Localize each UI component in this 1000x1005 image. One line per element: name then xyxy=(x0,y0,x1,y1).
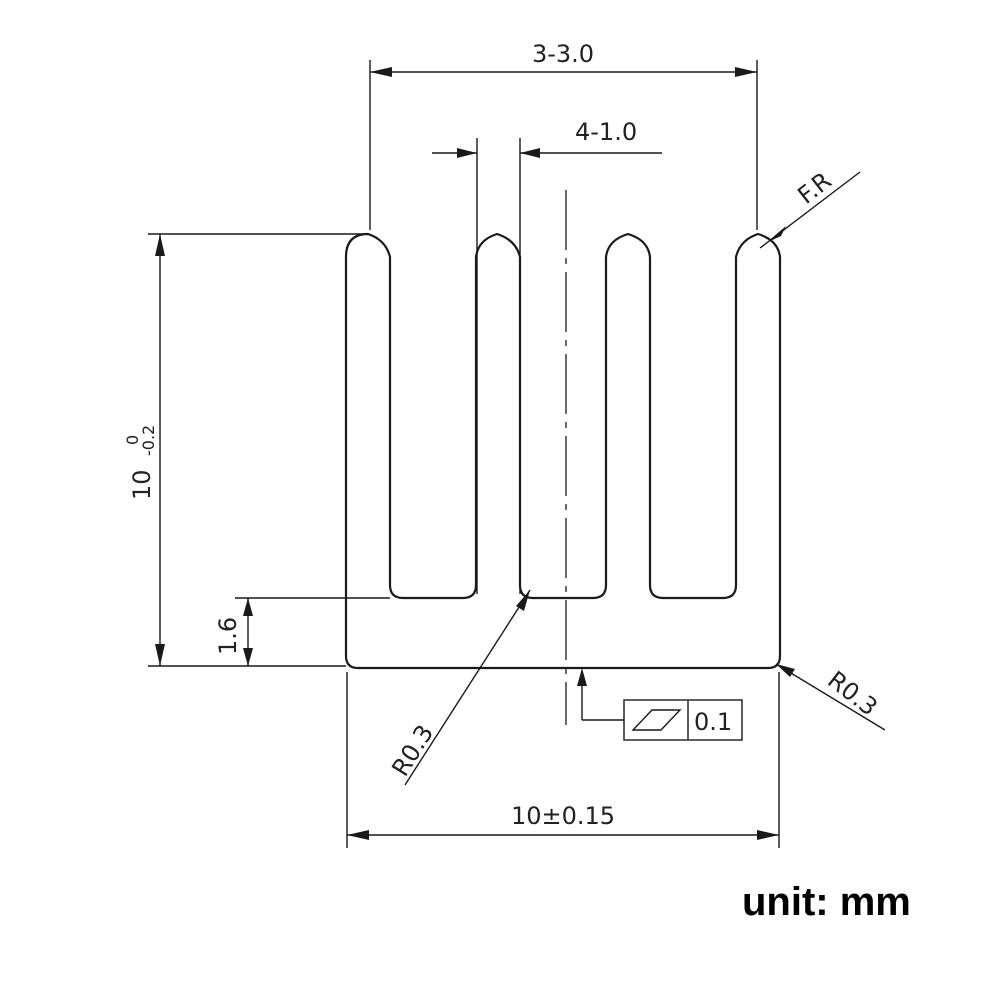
dim-corner-radius: R0.3 xyxy=(822,666,882,722)
arrowhead xyxy=(155,644,165,666)
leader-line xyxy=(775,663,886,731)
arrowhead xyxy=(347,830,369,840)
heatsink-outline xyxy=(344,232,782,670)
flatness-value: 0.1 xyxy=(694,708,732,736)
leader-line xyxy=(404,589,531,786)
arrowhead xyxy=(243,598,253,616)
unit-note: unit: mm xyxy=(742,880,911,924)
dim-fin-gap: 4-1.0 xyxy=(575,118,637,146)
dim-height-main: 10 xyxy=(128,469,156,500)
arrowhead xyxy=(516,590,530,611)
arrowhead xyxy=(735,67,757,77)
arrowhead xyxy=(577,668,587,686)
arrowhead xyxy=(155,234,165,256)
dim-top-overall: 3-3.0 xyxy=(532,40,594,68)
dim-base-thickness: 1.6 xyxy=(214,617,242,655)
dim-inner-radius: R0.3 xyxy=(386,720,439,781)
dim-height-lower-tol: -0.2 xyxy=(139,425,158,456)
arrowhead xyxy=(243,648,253,666)
arrowhead xyxy=(776,664,795,677)
dim-width: 10±0.15 xyxy=(511,802,615,830)
dim-height-upper-tol: 0 xyxy=(123,435,142,445)
dim-height-label: 10 0 -0.2 xyxy=(123,425,158,500)
arrowhead xyxy=(757,830,779,840)
dim-tip-radius: F.R xyxy=(792,167,836,210)
arrowhead xyxy=(520,148,540,158)
arrowhead xyxy=(370,67,392,77)
flatness-icon xyxy=(631,709,682,731)
arrowhead xyxy=(766,226,786,243)
arrowhead xyxy=(457,148,477,158)
feature-control-frame xyxy=(623,699,743,741)
